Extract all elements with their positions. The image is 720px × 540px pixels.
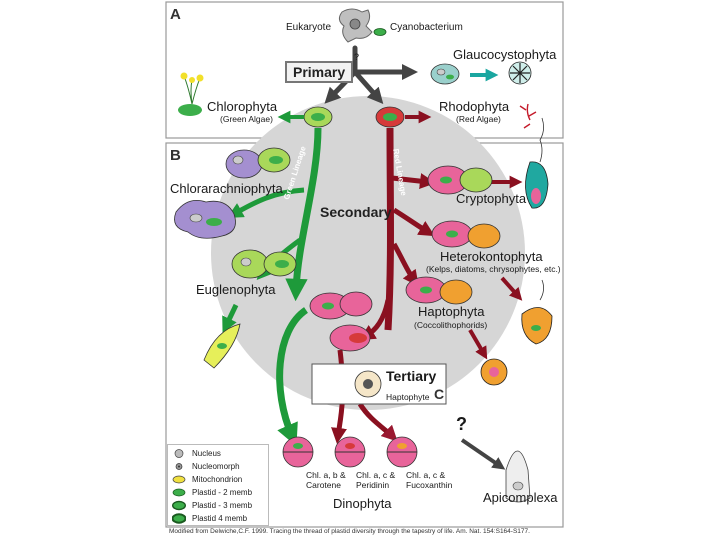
rhodophyta-label: Rhodophyta <box>439 99 510 114</box>
citation: Modified from Delwiche,C.F. 1999. Tracin… <box>169 528 530 535</box>
chlorophyta-label: Chlorophyta <box>207 99 278 114</box>
mitochondrion-icon <box>172 475 186 484</box>
rhodophyta-cell <box>375 103 537 129</box>
panel-b-letter: B <box>170 147 181 164</box>
tertiary-stage-label: Tertiary <box>386 368 437 384</box>
cyanobacterium-cell <box>373 28 387 36</box>
tertiary-inset <box>311 363 447 405</box>
dino-pigment-2: Chl. a, c &Peridinin <box>356 470 396 490</box>
glaucocystophyte-cells <box>430 61 532 85</box>
green-to-chlorarachnio <box>227 187 305 218</box>
apicomplexa-cell <box>505 450 531 503</box>
rhodophyta-sub: (Red Algae) <box>456 114 501 124</box>
haptophyta-sub: (Coccolithophorids) <box>414 320 488 330</box>
panel-c-letter: C <box>434 386 445 402</box>
cryptophyte-cell <box>525 117 549 209</box>
green-to-dino <box>276 307 309 447</box>
dino-cell-2 <box>334 436 366 468</box>
chlorophyta-cell <box>277 106 333 128</box>
plastid-3-icon <box>172 500 186 511</box>
tertiary-to-dino <box>357 402 398 442</box>
glaucocystophyta-label: Glaucocystophyta <box>453 47 557 62</box>
cyanobacterium-label: Cyanobacterium <box>390 22 463 33</box>
dino-pigment-1: Chl. a, b &Carotene <box>306 470 346 490</box>
dino-cell-3 <box>386 436 418 468</box>
red-to-crypto <box>391 173 436 189</box>
hapto-host-cell <box>405 276 473 305</box>
haptophyta-label: Haptophyta <box>418 304 485 319</box>
apicomplexa-arrow <box>460 438 506 470</box>
hetero-host-cell <box>431 220 501 249</box>
eukaryote-host-cell <box>338 8 373 43</box>
nucleus-icon <box>174 449 184 458</box>
legend: Nucleus Nucleomorph Mitochondrion Plasti… <box>167 444 269 526</box>
hapto-to-cell <box>468 328 488 360</box>
plastid-4-icon <box>172 513 186 524</box>
nucleomorph-icon <box>175 463 183 470</box>
haptophyte-label: Haptophyte <box>386 392 430 402</box>
panel-a-letter: A <box>170 6 181 23</box>
euglena-host-cell <box>231 249 297 279</box>
primary-stage-box: Primary <box>285 61 354 83</box>
euglena-to-cell <box>222 303 239 334</box>
dino-pigment-3: Chl. a, c &Fucoxanthin <box>406 470 453 490</box>
chlorarachnio-cell-b <box>174 199 236 239</box>
primary-question-mark: ? <box>354 52 360 62</box>
apicomplexa-question-mark: ? <box>456 414 467 434</box>
red-alga-icon <box>519 103 537 129</box>
green-lineage-trunk <box>285 127 322 302</box>
chlorarachniophyta-label: Chlorarachniophyta <box>170 181 283 196</box>
dino-cell-1 <box>282 436 314 468</box>
red-to-hetero <box>392 207 435 237</box>
crypto-host-cell <box>427 165 493 195</box>
euglenophyta-label: Euglenophyta <box>196 282 276 297</box>
chlorarachnio-cell-a <box>225 147 291 179</box>
cryptophyta-label: Cryptophyta <box>456 191 527 206</box>
dinophyta-label: Dinophyta <box>333 496 392 511</box>
heterokont-cell <box>521 279 553 345</box>
secondary-stage-label: Secondary <box>320 204 392 220</box>
hetero-to-cell <box>500 276 523 301</box>
apicomplexa-label: Apicomplexa <box>483 490 558 505</box>
chlorophyta-plant <box>178 72 204 116</box>
chlorophyta-sub: (Green Algae) <box>220 114 273 124</box>
heterokontophyta-sub: (Kelps, diatoms, chrysophytes, etc.) <box>426 264 561 274</box>
dinoflagellate-host-cells <box>309 291 373 352</box>
red-lineage-trunk <box>384 127 394 331</box>
plastid-2-icon <box>172 488 186 497</box>
eukaryote-label: Eukaryote <box>286 22 332 33</box>
euglena-cell <box>203 323 241 369</box>
heterokontophyta-label: Heterokontophyta <box>440 249 543 264</box>
red-to-hapto <box>391 242 419 287</box>
haptophyte-cell <box>480 358 508 386</box>
